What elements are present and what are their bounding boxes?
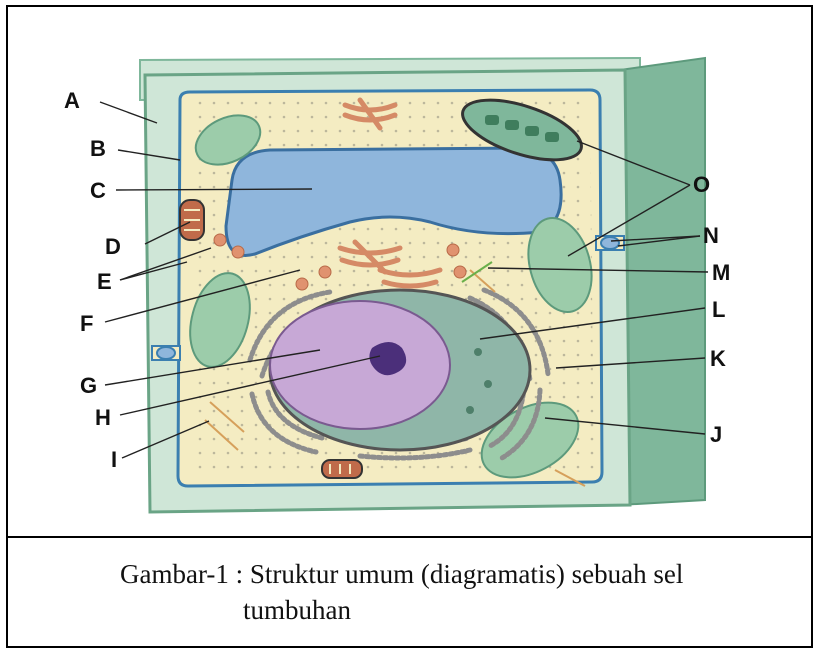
label-a: A — [64, 88, 80, 113]
neighbor-cell-right — [620, 58, 705, 505]
label-b: B — [90, 136, 106, 161]
caption-divider — [6, 536, 813, 538]
label-g: G — [80, 373, 97, 398]
caption-line-2: tumbuhan — [120, 592, 760, 628]
mitochondrion-left — [180, 200, 204, 240]
label-m: M — [712, 260, 730, 285]
figure-caption: Gambar-1 : Struktur umum (diagramatis) s… — [120, 556, 760, 628]
nucleus — [270, 290, 530, 450]
label-o: O — [693, 172, 710, 197]
plasmodesma-right — [596, 236, 624, 250]
label-d: D — [105, 234, 121, 259]
mitochondrion-bottom — [322, 460, 362, 478]
plasmodesma-left — [152, 346, 180, 360]
label-k: K — [710, 346, 726, 371]
label-e: E — [97, 269, 112, 294]
label-f: F — [80, 311, 93, 336]
label-j: J — [710, 422, 722, 447]
label-i: I — [111, 447, 117, 472]
plant-cell-diagram: A B C D E F G H I J K L M N O — [0, 0, 820, 536]
caption-line-1: Gambar-1 : Struktur umum (diagramatis) s… — [120, 559, 683, 589]
label-l: L — [712, 297, 725, 322]
label-c: C — [90, 178, 106, 203]
label-n: N — [703, 223, 719, 248]
label-h: H — [95, 405, 111, 430]
